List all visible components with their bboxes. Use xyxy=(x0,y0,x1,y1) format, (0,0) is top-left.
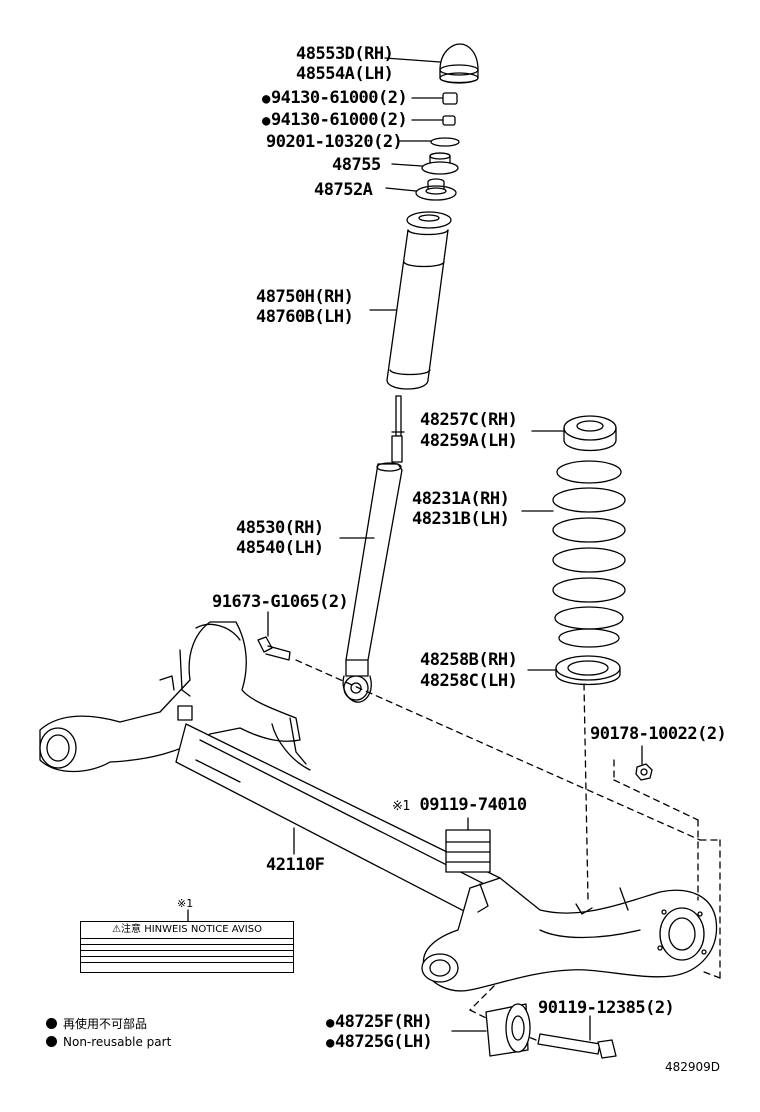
label-label-part: ※1 09119-74010 xyxy=(392,795,527,817)
label-support-upper: 48755 xyxy=(332,155,381,175)
label-bushing-rh-text: 48725F(RH) xyxy=(334,1012,433,1032)
coil-spring-part xyxy=(521,460,626,648)
bushing-part xyxy=(451,1003,531,1057)
legend-bullet-icon xyxy=(46,1036,57,1047)
label-boot-lh: 48760B(LH) xyxy=(256,307,354,327)
label-nut-2: 94130-61000(2) xyxy=(262,110,408,131)
upper-insulator-part xyxy=(531,415,617,452)
legend-en-text: Non-reusable part xyxy=(63,1035,172,1049)
label-beam: 42110F xyxy=(266,855,325,875)
upper-bolt-part xyxy=(257,611,291,661)
warning-line-4 xyxy=(81,957,293,963)
label-absorber-rh: 48530(RH) xyxy=(236,518,324,538)
axle-beam-part xyxy=(39,621,718,992)
legend-jp: 再使用不可部品 xyxy=(46,1015,147,1032)
label-boot-rh: 48750H(RH) xyxy=(256,287,354,307)
label-insulator-upper-lh: 48259A(LH) xyxy=(420,431,518,451)
warning-line-2 xyxy=(81,945,293,951)
legend-jp-text: 再使用不可部品 xyxy=(63,1017,148,1031)
label-nut-1-text: 94130-61000(2) xyxy=(270,88,408,108)
label-support-lower: 48752A xyxy=(314,180,373,200)
label-insulator-lower-rh: 48258B(RH) xyxy=(420,650,518,670)
legend-bullet-icon xyxy=(46,1018,57,1029)
nut-part-2 xyxy=(411,115,456,126)
label-nut-axle: 90178-10022(2) xyxy=(590,724,727,744)
label-spring-lh: 48231B(LH) xyxy=(412,509,510,529)
nut-part-1 xyxy=(411,92,458,105)
shock-boot-part xyxy=(369,211,452,390)
label-label-part-text: 09119-74010 xyxy=(419,795,527,815)
support-upper-part xyxy=(391,152,459,175)
lower-bolt-part xyxy=(537,1015,617,1059)
washer-part xyxy=(399,137,460,147)
label-nut-2-text: 94130-61000(2) xyxy=(270,110,408,130)
shock-absorber-part xyxy=(339,395,405,703)
label-bolt-lower: 90119-12385(2) xyxy=(538,998,675,1018)
label-part xyxy=(445,817,491,873)
legend-en: Non-reusable part xyxy=(46,1035,171,1049)
label-insulator-lower-lh: 48258C(LH) xyxy=(420,671,518,691)
lower-insulator-part xyxy=(527,655,621,686)
warning-label-box: ⚠注意 HINWEIS NOTICE AVISO xyxy=(80,921,294,973)
diagram-code: 482909D xyxy=(664,1060,720,1074)
bump-stopper-part xyxy=(384,43,479,84)
axle-nut-part xyxy=(635,745,653,781)
label-bumper-rh: 48553D(RH) xyxy=(296,44,394,64)
label-bushing-lh-text: 48725G(LH) xyxy=(334,1032,433,1052)
label-bushing-rh: 48725F(RH) xyxy=(326,1012,433,1033)
label-bushing-lh: 48725G(LH) xyxy=(326,1032,433,1053)
assembly-guide-lines xyxy=(295,659,721,1041)
support-lower-part xyxy=(385,178,457,201)
warning-line-1 xyxy=(81,939,293,945)
ref-mark-box: ※1 xyxy=(177,897,194,910)
warning-label-header: ⚠注意 HINWEIS NOTICE AVISO xyxy=(81,922,293,939)
ref-mark-label: ※1 xyxy=(392,799,410,814)
label-bolt-upper: 91673-G1065(2) xyxy=(212,592,349,612)
label-insulator-upper-rh: 48257C(RH) xyxy=(420,410,518,430)
warning-line-3 xyxy=(81,951,293,957)
label-nut-1: 94130-61000(2) xyxy=(262,88,408,109)
label-spring-rh: 48231A(RH) xyxy=(412,489,510,509)
label-bumper-lh: 48554A(LH) xyxy=(296,64,394,84)
label-absorber-lh: 48540(LH) xyxy=(236,538,324,558)
label-washer: 90201-10320(2) xyxy=(266,132,403,152)
